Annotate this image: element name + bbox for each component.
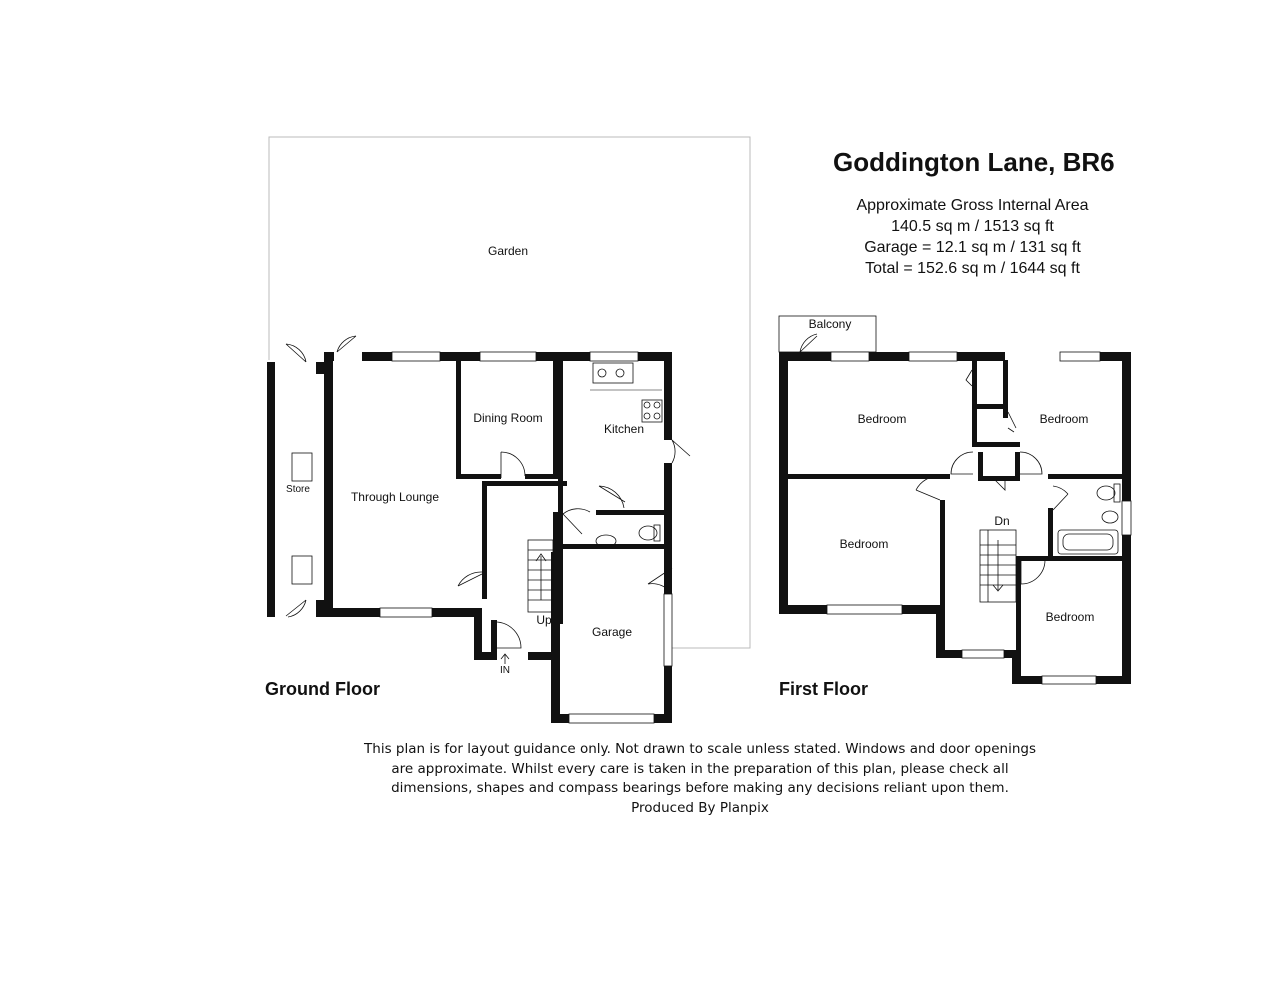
ground-floor-label: Ground Floor	[265, 679, 380, 699]
ground-floor-walls	[267, 352, 672, 723]
room-label-bedroom-3: Bedroom	[839, 537, 889, 551]
garden-outline	[268, 136, 751, 649]
area-main: 140.5 sq m / 1513 sq ft	[891, 218, 1054, 235]
disclaimer-line-1: This plan is for layout guidance only. N…	[364, 741, 1036, 757]
room-label-dining-room: Dining Room	[473, 411, 543, 425]
disclaimer-line-4: Produced By Planpix	[631, 799, 769, 816]
disclaimer-line-2: are approximate. Whilst every care is ta…	[391, 760, 1009, 777]
property-title: Goddington Lane, BR6	[833, 147, 1115, 177]
stairs-down-label: Dn	[994, 514, 1010, 528]
ground-floor-details	[285, 335, 691, 724]
area-garage: Garage = 12.1 sq m / 131 sq ft	[864, 239, 1081, 256]
first-floor-details	[778, 315, 1132, 685]
stairs-up-label: Up	[536, 613, 552, 627]
entrance-label: IN	[500, 665, 510, 676]
room-label-bedroom-4: Bedroom	[1045, 610, 1095, 624]
room-label-garage: Garage	[591, 625, 633, 639]
area-total: Total = 152.6 sq m / 1644 sq ft	[865, 260, 1080, 277]
room-label-garden: Garden	[487, 244, 529, 258]
room-label-bedroom-2: Bedroom	[1039, 412, 1089, 426]
area-heading: Approximate Gross Internal Area	[856, 197, 1089, 214]
room-label-bedroom-1: Bedroom	[857, 412, 907, 426]
disclaimer-line-3: dimensions, shapes and compass bearings …	[391, 780, 1009, 796]
room-label-balcony: Balcony	[808, 317, 852, 331]
room-label-kitchen: Kitchen	[603, 422, 645, 436]
first-floor-walls	[779, 352, 1131, 684]
first-floor-label: First Floor	[779, 679, 868, 699]
room-label-store: Store	[286, 484, 310, 495]
disclaimer: This plan is for layout guidance only. N…	[340, 740, 1060, 818]
room-label-through-lounge: Through Lounge	[350, 490, 440, 504]
